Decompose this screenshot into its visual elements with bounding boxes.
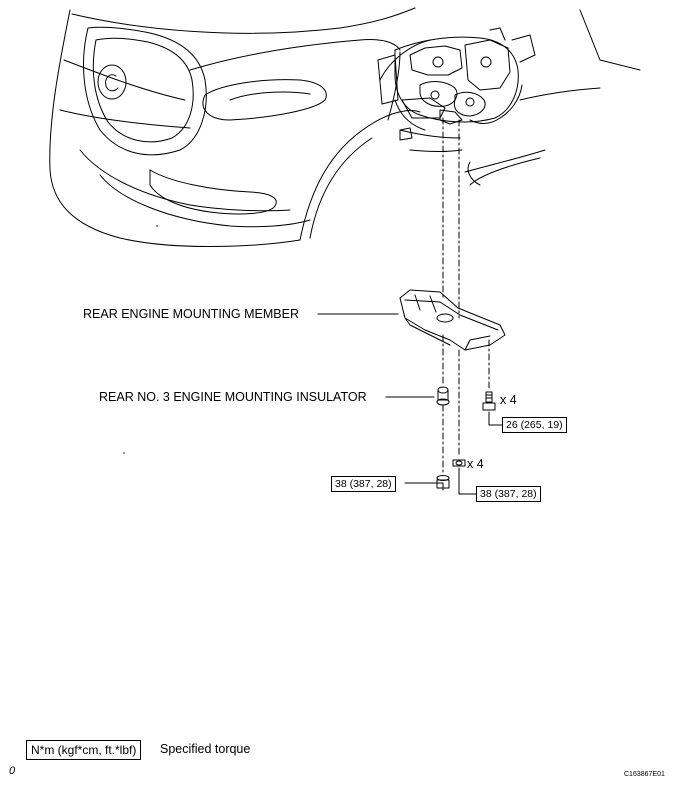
- bolt-part: [482, 391, 496, 411]
- vehicle-front-outline: [49, 7, 641, 247]
- legend-torque-unit: N*m (kgf*cm, ft.*lbf): [26, 740, 142, 760]
- transmission-assembly: [377, 27, 536, 141]
- assembly-guide-lines: [442, 117, 490, 473]
- figure-code: C163867E01: [624, 771, 665, 778]
- rear-engine-mounting-member-part: [399, 289, 506, 351]
- legend-torque-meaning: Specified torque: [160, 742, 251, 756]
- label-rear-engine-mounting-member: REAR ENGINE MOUNTING MEMBER: [83, 307, 299, 321]
- torque-nut-member: 38 (387, 28): [476, 486, 541, 502]
- bolt-quantity: x 4: [500, 393, 517, 407]
- scan-speck: [156, 225, 158, 227]
- leader-lines: [317, 313, 503, 495]
- corner-mark: 0: [9, 765, 16, 777]
- torque-nut-insulator: 38 (387, 28): [331, 476, 396, 492]
- nut-member-part: [452, 459, 466, 467]
- torque-bolt-member: 26 (265, 19): [502, 417, 567, 433]
- rear-no3-insulator-part: [436, 386, 450, 406]
- label-rear-no3-insulator: REAR NO. 3 ENGINE MOUNTING INSULATOR: [99, 390, 367, 404]
- nut-insulator-part: [436, 475, 450, 489]
- nut-quantity: x 4: [467, 457, 484, 471]
- scan-speck: [123, 452, 125, 454]
